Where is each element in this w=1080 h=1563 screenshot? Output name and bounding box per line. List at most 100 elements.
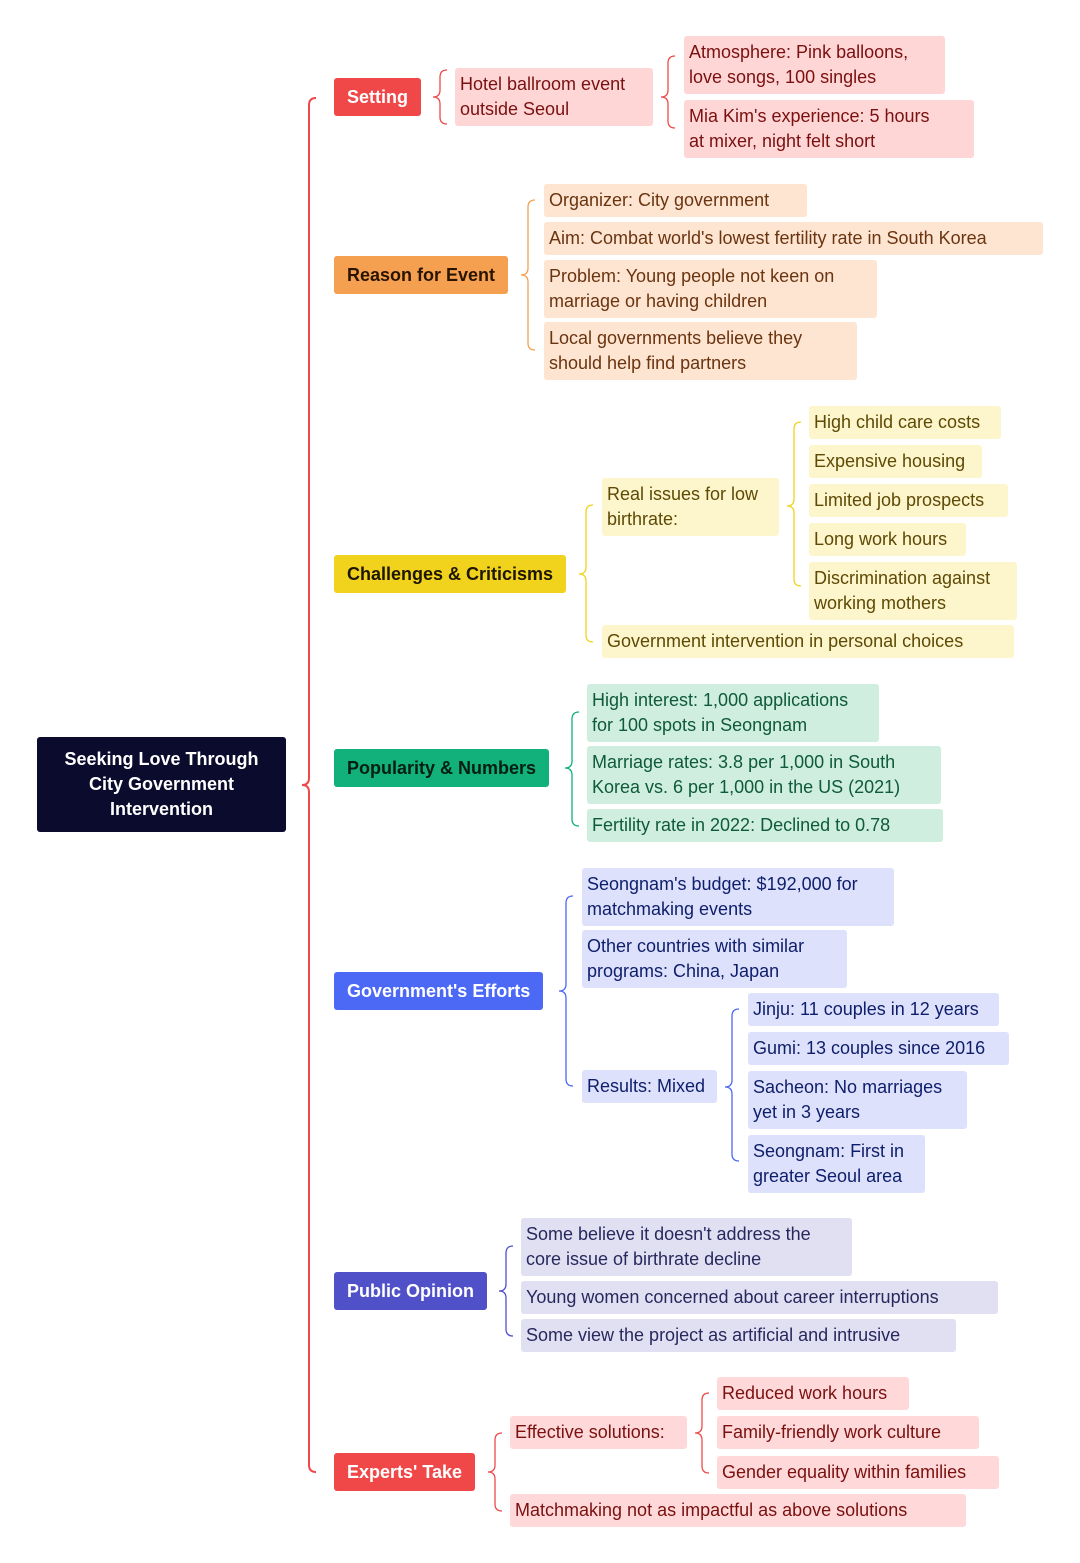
setting-venue-node[interactable]: Hotel ballroom event outside Seoul — [455, 68, 653, 126]
opinion-artificial-node[interactable]: Some view the project as artificial and … — [521, 1319, 956, 1352]
branch-label: Government's Efforts — [347, 981, 531, 1001]
node-line: Local governments believe they — [549, 328, 803, 348]
setting-atmosphere-node[interactable]: Atmosphere: Pink balloons, love songs, 1… — [684, 36, 945, 94]
branch-popularity-numbers[interactable]: Popularity & Numbers — [334, 749, 550, 787]
node-line: Gender equality within families — [722, 1462, 967, 1482]
node-line: birthrate: — [607, 509, 679, 529]
issue-housing-node[interactable]: Expensive housing — [809, 445, 982, 478]
node-line: programs: China, Japan — [587, 961, 780, 981]
popularity-fertility-rate-node[interactable]: Fertility rate in 2022: Declined to 0.78 — [587, 809, 943, 842]
branch-setting[interactable]: Setting — [334, 78, 421, 116]
results-connector — [724, 1008, 740, 1162]
reason-local-governments-node[interactable]: Local governments believe they should he… — [544, 322, 857, 380]
node-line: Atmosphere: Pink balloons, — [689, 42, 909, 62]
issue-job-prospects-node[interactable]: Limited job prospects — [809, 484, 1008, 517]
node-line: Fertility rate in 2022: Declined to 0.78 — [592, 815, 891, 835]
setting-mia-kim-node[interactable]: Mia Kim's experience: 5 hours at mixer, … — [684, 100, 974, 158]
branch-public-opinion[interactable]: Public Opinion — [334, 1272, 487, 1310]
node-line: Jinju: 11 couples in 12 years — [753, 999, 979, 1019]
opinion-core-issue-node[interactable]: Some believe it doesn't address the core… — [521, 1218, 852, 1276]
challenges-connector — [578, 504, 594, 643]
node-line: outside Seoul — [460, 99, 570, 119]
popularity-interest-node[interactable]: High interest: 1,000 applications for 10… — [587, 684, 879, 742]
node-line: Some view the project as artificial and … — [526, 1325, 901, 1345]
node-line: should help find partners — [549, 353, 747, 373]
node-line: High child care costs — [814, 412, 981, 432]
popularity-marriage-rates-node[interactable]: Marriage rates: 3.8 per 1,000 in South K… — [587, 746, 941, 804]
setting-detail-connector — [660, 55, 676, 129]
result-jinju-node[interactable]: Jinju: 11 couples in 12 years — [748, 993, 999, 1026]
solution-work-hours-node[interactable]: Reduced work hours — [717, 1377, 909, 1410]
branch-label: Experts' Take — [347, 1462, 463, 1482]
popularity-connector — [564, 711, 580, 827]
node-line: for 100 spots in Seongnam — [592, 715, 808, 735]
node-line: Korea vs. 6 per 1,000 in the US (2021) — [592, 777, 901, 797]
reason-problem-node[interactable]: Problem: Young people not keen on marria… — [544, 260, 877, 318]
opinion-connector — [498, 1245, 514, 1337]
solution-work-culture-node[interactable]: Family-friendly work culture — [717, 1416, 979, 1449]
challenges-real-issues-node[interactable]: Real issues for low birthrate: — [602, 478, 779, 536]
node-line: Aim: Combat world's lowest fertility rat… — [549, 228, 987, 248]
efforts-budget-node[interactable]: Seongnam's budget: $192,000 for matchmak… — [582, 868, 894, 926]
branch-label: Reason for Event — [347, 265, 496, 285]
node-line: matchmaking events — [587, 899, 753, 919]
solutions-connector — [694, 1392, 710, 1474]
node-line: Long work hours — [814, 529, 948, 549]
branch-label: Setting — [347, 87, 408, 107]
root-branch-connector — [301, 97, 317, 1473]
node-line: marriage or having children — [549, 291, 768, 311]
efforts-other-countries-node[interactable]: Other countries with similar programs: C… — [582, 930, 847, 988]
issue-work-hours-node[interactable]: Long work hours — [809, 523, 966, 556]
root-title-line: Intervention — [109, 799, 213, 819]
node-line: working mothers — [814, 593, 947, 613]
node-line: Mia Kim's experience: 5 hours — [689, 106, 930, 126]
node-line: greater Seoul area — [753, 1166, 903, 1186]
result-sacheon-node[interactable]: Sacheon: No marriages yet in 3 years — [748, 1071, 967, 1129]
node-line: Effective solutions: — [515, 1422, 665, 1442]
node-line: Hotel ballroom event — [460, 74, 626, 94]
reason-organizer-node[interactable]: Organizer: City government — [544, 184, 807, 217]
branch-challenges-criticisms[interactable]: Challenges & Criticisms — [334, 555, 567, 593]
node-line: Expensive housing — [814, 451, 966, 471]
solution-gender-equality-node[interactable]: Gender equality within families — [717, 1456, 999, 1489]
issue-child-care-node[interactable]: High child care costs — [809, 406, 1001, 439]
efforts-connector — [558, 895, 574, 1087]
node-line: yet in 3 years — [753, 1102, 861, 1122]
node-line: core issue of birthrate decline — [526, 1249, 762, 1269]
node-line: Other countries with similar — [587, 936, 805, 956]
node-line: Some believe it doesn't address the — [526, 1224, 811, 1244]
node-line: Organizer: City government — [549, 190, 770, 210]
node-line: Gumi: 13 couples since 2016 — [753, 1038, 986, 1058]
node-line: High interest: 1,000 applications — [592, 690, 849, 710]
node-line: Results: Mixed — [587, 1076, 706, 1096]
branch-reason-for-event[interactable]: Reason for Event — [334, 256, 509, 294]
node-line: at mixer, night felt short — [689, 131, 876, 151]
challenges-government-intervention-node[interactable]: Government intervention in personal choi… — [602, 625, 1014, 658]
reason-connector — [520, 199, 536, 351]
result-seongnam-node[interactable]: Seongnam: First in greater Seoul area — [748, 1135, 925, 1193]
node-line: Government intervention in personal choi… — [607, 631, 964, 651]
experts-solutions-node[interactable]: Effective solutions: — [510, 1416, 687, 1449]
result-gumi-node[interactable]: Gumi: 13 couples since 2016 — [748, 1032, 1009, 1065]
branch-government-efforts[interactable]: Government's Efforts — [334, 972, 544, 1010]
node-line: Sacheon: No marriages — [753, 1077, 943, 1097]
node-line: Seongnam's budget: $192,000 for — [587, 874, 858, 894]
root-title-line: City Government — [88, 774, 235, 794]
issue-discrimination-node[interactable]: Discrimination against working mothers — [809, 562, 1017, 620]
reason-aim-node[interactable]: Aim: Combat world's lowest fertility rat… — [544, 222, 1043, 255]
branch-label: Public Opinion — [347, 1281, 474, 1301]
opinion-career-node[interactable]: Young women concerned about career inter… — [521, 1281, 998, 1314]
branch-experts-take[interactable]: Experts' Take — [334, 1453, 476, 1491]
efforts-results-node[interactable]: Results: Mixed — [582, 1070, 717, 1103]
branch-label: Popularity & Numbers — [347, 758, 537, 778]
root-topic[interactable]: Seeking Love Through City Government Int… — [37, 737, 286, 832]
node-line: love songs, 100 singles — [689, 67, 877, 87]
experts-matchmaking-node[interactable]: Matchmaking not as impactful as above so… — [510, 1494, 966, 1527]
issues-connector — [786, 421, 802, 587]
node-line: Discrimination against — [814, 568, 991, 588]
node-line: Marriage rates: 3.8 per 1,000 in South — [592, 752, 896, 772]
branch-label: Challenges & Criticisms — [347, 564, 554, 584]
node-line: Limited job prospects — [814, 490, 985, 510]
node-line: Problem: Young people not keen on — [549, 266, 835, 286]
setting-connector — [432, 69, 448, 125]
